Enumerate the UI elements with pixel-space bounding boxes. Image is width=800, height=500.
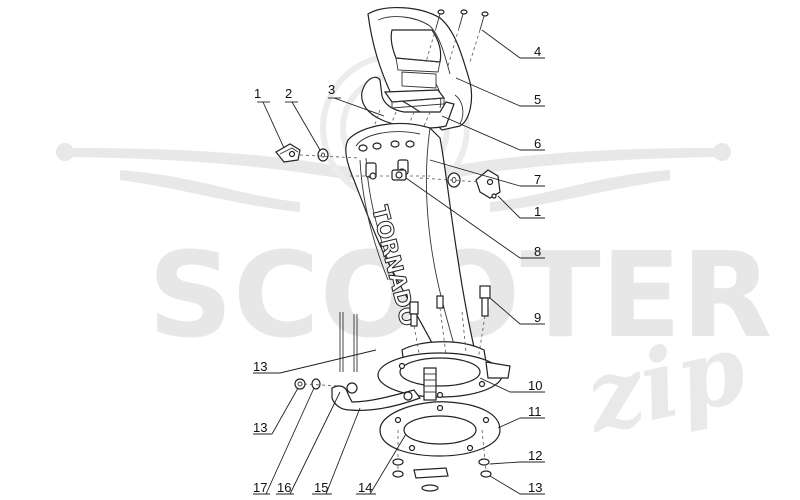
callout-label: 13 [528,480,542,495]
callout-label: 8 [534,244,541,259]
assembly-line-left-clip [299,154,361,159]
clip-left [275,143,301,163]
screw [479,11,489,31]
bolt-mid [409,295,467,359]
callout-label: 13 [253,420,267,435]
callout-label: 5 [534,92,541,107]
screw [458,9,468,29]
watermark-handlebar [56,143,731,212]
callout-label: 4 [534,44,541,59]
callout-label: 13 [253,359,267,374]
washer-left [317,148,329,162]
callout-label: 14 [358,480,372,495]
fork-top-cover [367,7,473,131]
callout-label: 6 [534,136,541,151]
screw [435,9,445,29]
callout-labels: 1 2 3 4 5 6 7 1 8 9 10 11 12 13 13 13 14… [253,44,542,495]
callout-label: 7 [534,172,541,187]
callout-label: 9 [534,310,541,325]
mount-plate [383,89,446,109]
callout-label: 17 [253,480,267,495]
callout-label: 12 [528,448,542,463]
callout-label: 1 [254,86,261,101]
callout-label: 3 [328,82,335,97]
clip-right [475,169,501,199]
callout-label: 10 [528,378,542,393]
lower-ring [379,401,501,457]
nut-left [294,378,321,390]
assembly-line-left-nut [303,383,341,387]
assembly-line-right-clip [419,177,481,183]
screws-top [425,9,489,67]
bottom-hardware [392,429,492,492]
callout-label: 11 [528,404,542,419]
center-spring [423,367,437,401]
callout-label: 2 [285,86,292,101]
bolt-9 [477,285,491,361]
callout-label: 16 [277,480,291,495]
callout-leaders [253,29,545,495]
callout-label: 15 [314,480,328,495]
callout-label: 1 [534,204,541,219]
pivot-bolts [350,169,430,181]
upper-ring [377,352,511,399]
long-rods [339,312,358,372]
lower-bracket [331,382,421,411]
washer-right [447,172,461,188]
